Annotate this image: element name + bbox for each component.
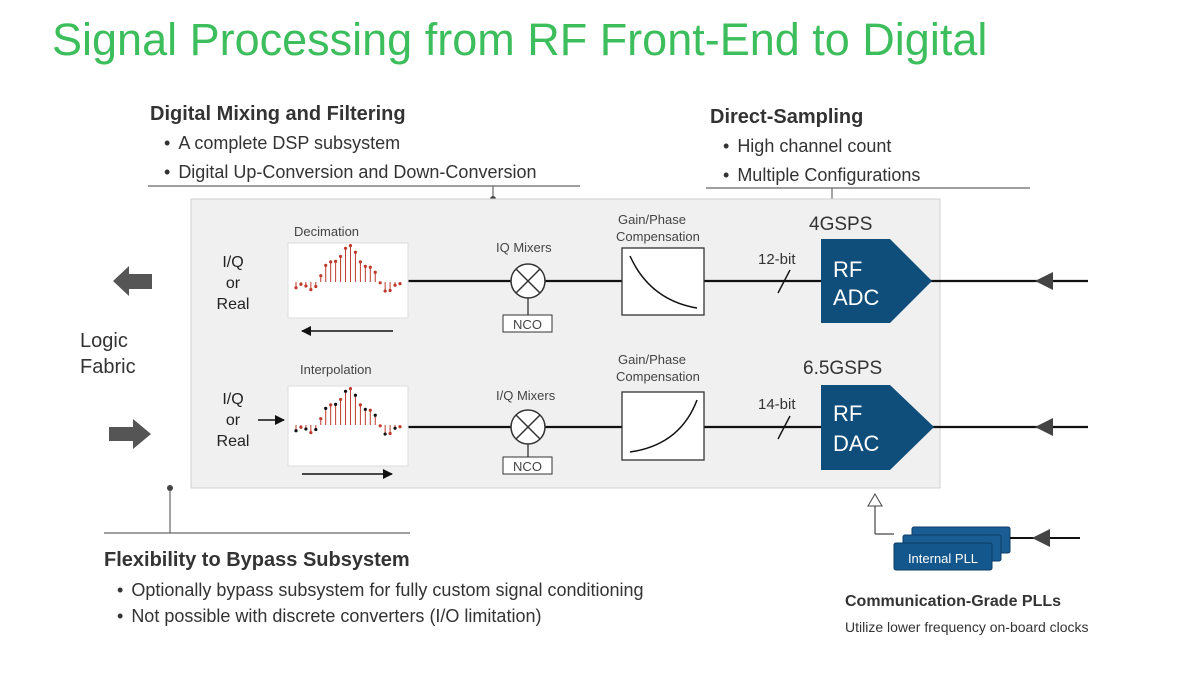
stem-point <box>338 254 343 259</box>
stem-point <box>329 260 333 264</box>
bypass-bullet-1: Optionally bypass subsystem for fully cu… <box>117 580 643 601</box>
tx-output-arrow-icon <box>1035 418 1053 436</box>
rx-input-arrow-icon <box>1035 272 1053 290</box>
stem-point <box>319 274 323 278</box>
decimation-plot <box>287 242 409 319</box>
logic-fabric-label: Logic Fabric <box>80 330 136 378</box>
digital-mixing-bullet-2: Digital Up-Conversion and Down-Conversio… <box>164 162 536 183</box>
rf-dac-block <box>821 385 934 470</box>
tx-nco-label: NCO <box>513 459 542 474</box>
pll-heading: Communication-Grade PLLs <box>845 593 1062 610</box>
rx-iq-mixer-icon <box>502 263 553 333</box>
pll-input-arrow-icon <box>1032 529 1050 547</box>
stem-point <box>304 427 308 431</box>
stem-point <box>338 397 343 402</box>
stem-point <box>304 284 308 288</box>
tx-mixer-label: I/Q Mixers <box>496 388 556 403</box>
bypass-bullet-2: Not possible with discrete converters (I… <box>117 606 541 627</box>
right-arrow-icon <box>109 419 151 449</box>
rx-nco-label: NCO <box>513 317 542 332</box>
decimation-label: Decimation <box>294 224 360 239</box>
tx-compensation-block <box>621 391 705 461</box>
stem-point <box>398 282 402 286</box>
digital-mixing-heading: Digital Mixing and Filtering <box>150 103 406 125</box>
interpolation-plot <box>287 385 409 467</box>
rf-adc-label: RF ADC <box>833 257 880 310</box>
direct-sampling-bullet-2: Multiple Configurations <box>723 165 920 186</box>
page-title: Signal Processing from RF Front-End to D… <box>52 14 988 65</box>
pll-subtext: Utilize lower frequency on-board clocks <box>845 619 1089 635</box>
pll-clock-arrow-icon <box>867 493 883 507</box>
tx-compensation-label: Gain/Phase Compensation <box>616 352 700 384</box>
stem-point <box>294 286 298 290</box>
stem-point <box>299 425 303 429</box>
stem-point <box>378 281 382 285</box>
stem-point <box>363 264 367 268</box>
stem-point <box>294 429 298 433</box>
internal-pll-label: Internal PLL <box>907 551 979 566</box>
stem-point <box>398 425 402 429</box>
stem-point <box>353 250 358 254</box>
stem-point <box>329 403 333 407</box>
stem-point <box>348 243 353 248</box>
rf-adc-block <box>821 239 932 323</box>
stem-point <box>343 246 348 250</box>
stem-point <box>383 432 387 436</box>
bypass-heading: Flexibility to Bypass Subsystem <box>104 549 410 571</box>
stem-point <box>353 393 358 397</box>
stem-point <box>383 289 387 293</box>
digital-mixing-bullet-1: A complete DSP subsystem <box>164 133 400 154</box>
direct-sampling-bullet-1: High channel count <box>723 136 891 157</box>
stem-point <box>368 408 372 412</box>
stem-point <box>388 288 392 293</box>
stem-point <box>388 431 392 436</box>
rx-sample-rate: 4GSPS <box>809 214 873 235</box>
stem-point <box>334 402 338 406</box>
stem-point <box>378 424 382 428</box>
rx-mixer-label: IQ Mixers <box>496 240 552 255</box>
direct-sampling-heading: Direct-Sampling <box>710 106 864 128</box>
stem-point <box>363 407 367 411</box>
stem-point <box>373 270 377 274</box>
internal-pll-stack <box>893 526 1011 571</box>
stem-point <box>393 426 397 430</box>
stem-point <box>309 288 313 292</box>
stem-point <box>309 431 313 435</box>
stem-point <box>324 406 328 410</box>
stem-point <box>314 284 318 289</box>
stem-point <box>343 389 348 393</box>
stem-point <box>314 427 318 432</box>
tx-io-label: I/Q or Real <box>216 391 250 450</box>
stem-point <box>299 282 303 286</box>
stem-point <box>319 417 323 421</box>
left-arrow-icon <box>113 266 152 296</box>
tx-bit-depth: 14-bit <box>758 396 796 413</box>
stem-point <box>324 263 328 267</box>
stem-point <box>393 283 397 287</box>
stem-point <box>373 413 377 417</box>
rx-compensation-block <box>621 247 705 316</box>
interpolation-label: Interpolation <box>300 362 372 377</box>
stem-point <box>348 386 353 391</box>
rf-dac-label: RF DAC <box>833 401 880 456</box>
stem-point <box>358 260 362 264</box>
stem-point <box>358 403 362 407</box>
stem-point <box>368 265 372 269</box>
rx-io-label: I/Q or Real <box>216 254 250 313</box>
rx-bit-depth: 12-bit <box>758 251 796 268</box>
tx-sample-rate: 6.5GSPS <box>803 358 883 379</box>
tx-iq-mixer-icon <box>502 409 553 475</box>
rx-compensation-label: Gain/Phase Compensation <box>616 212 700 244</box>
stem-point <box>334 259 338 263</box>
